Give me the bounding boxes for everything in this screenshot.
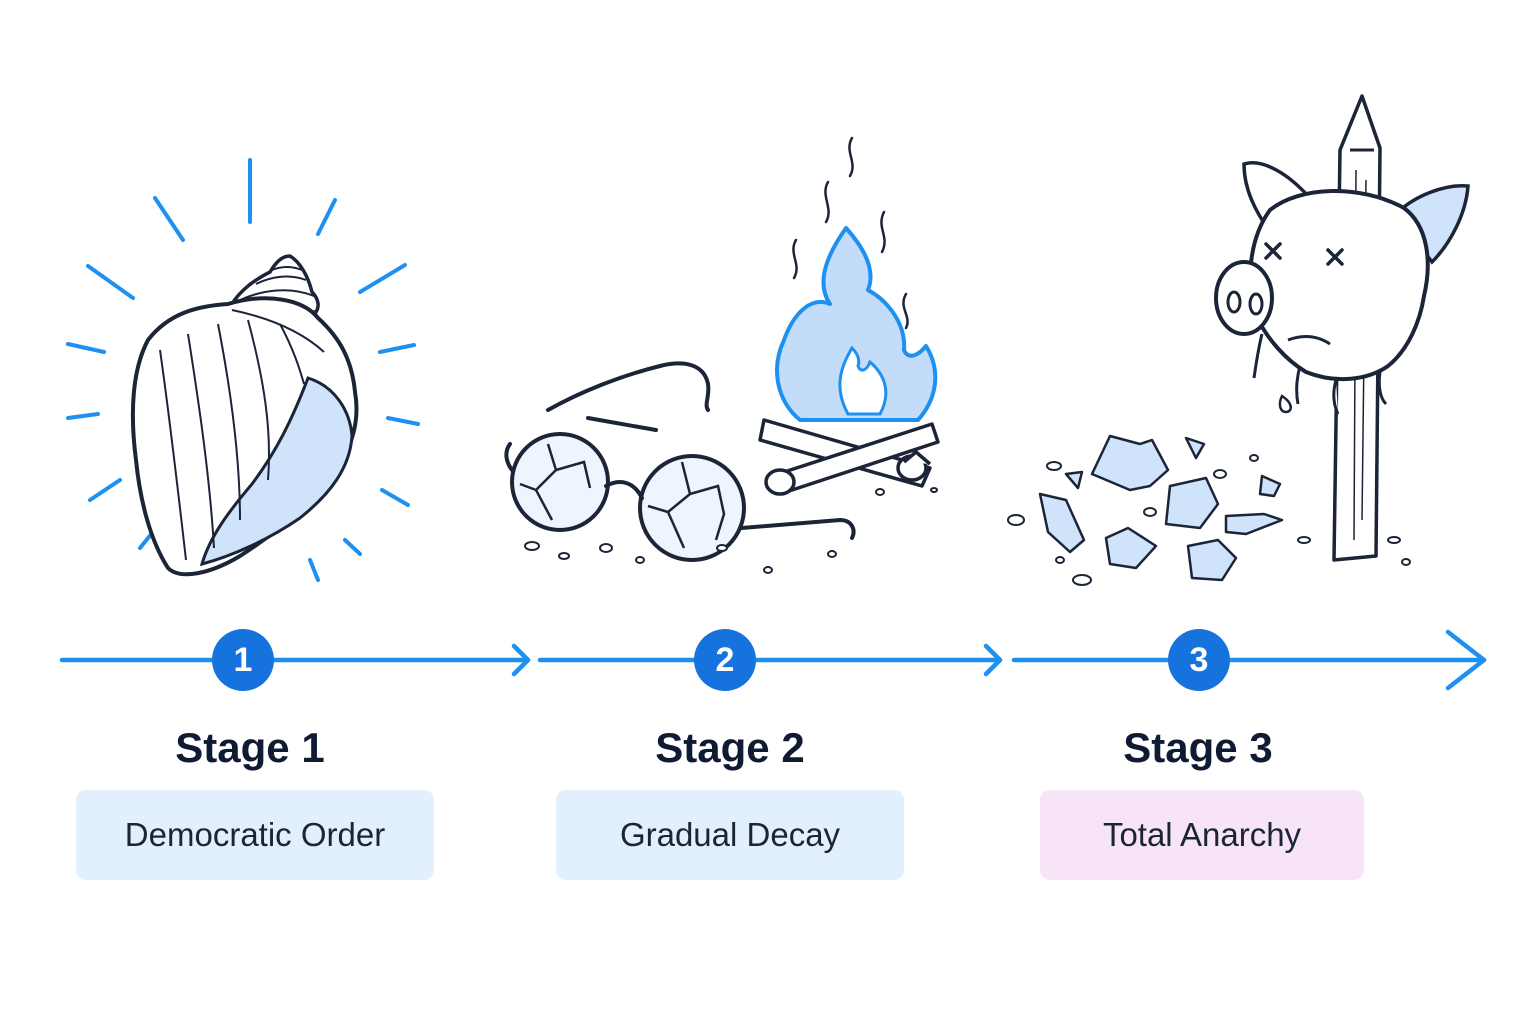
stage-label: Total Anarchy xyxy=(1040,790,1364,880)
timeline xyxy=(59,629,1487,691)
stage-title: Stage 2 xyxy=(655,724,805,771)
pig-head-on-stake-icon xyxy=(1007,94,1470,586)
stage-title: Stage 3 xyxy=(1123,724,1273,771)
stage-number-badge: 1 xyxy=(212,629,274,691)
stage-title: Stage 1 xyxy=(175,724,325,771)
conch-shell-icon xyxy=(66,158,420,582)
stage-label: Democratic Order xyxy=(76,790,434,880)
stage-number-badge: 2 xyxy=(694,629,756,691)
stage-label: Gradual Decay xyxy=(556,790,904,880)
stage-number-badge: 3 xyxy=(1168,629,1230,691)
broken-glasses-and-fire-icon xyxy=(504,136,940,574)
